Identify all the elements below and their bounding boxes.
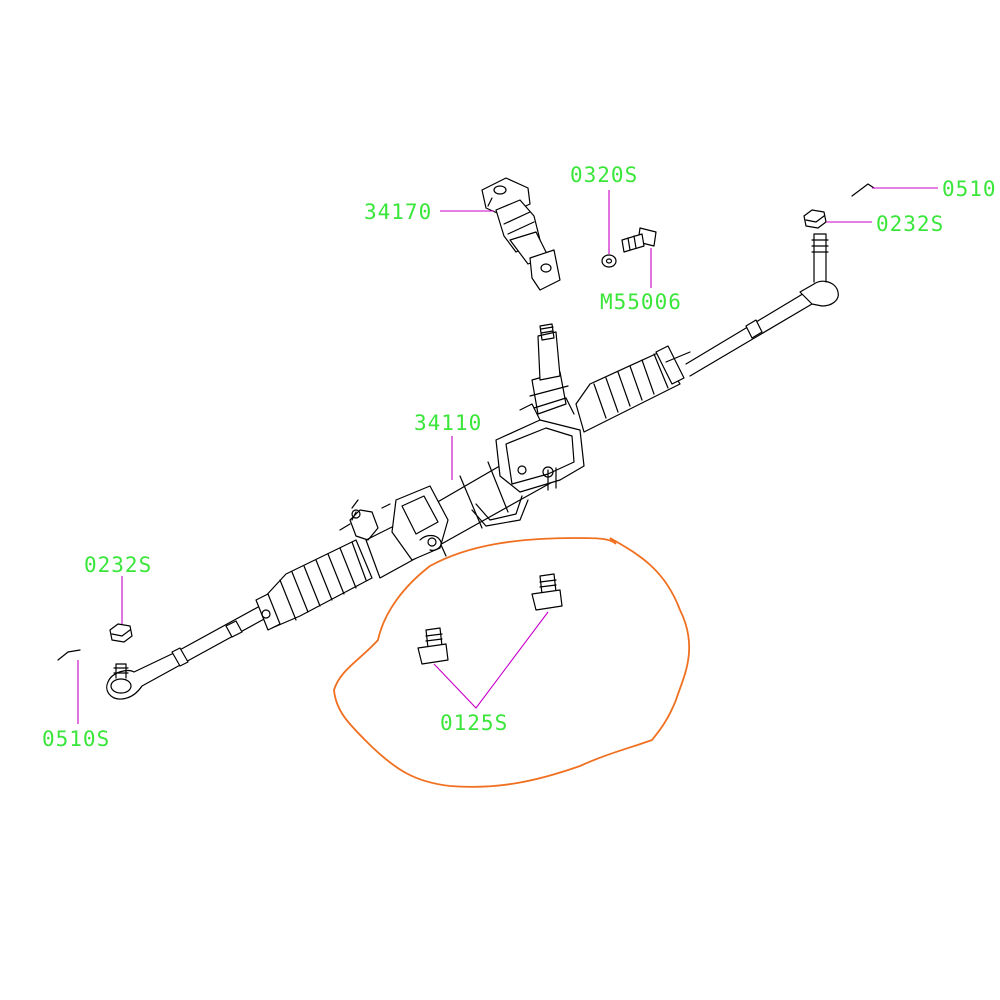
leader-mount-bolts [433, 611, 549, 709]
part-labels: 34170 0320S M55006 0510 0232S 34110 0232… [42, 163, 997, 751]
right-tie-rod-end [799, 233, 839, 307]
label-cotter-right[interactable]: 0510 [942, 177, 997, 201]
label-nut-left[interactable]: 0232S [84, 553, 152, 577]
pinion-housing [495, 323, 585, 493]
right-nut-icon [803, 209, 827, 229]
dash-cotter-to-nut-left [82, 634, 108, 650]
line-art [57, 177, 875, 700]
leader-lines [77, 187, 938, 724]
label-gearbox[interactable]: 34110 [414, 411, 482, 435]
label-mount-bolts[interactable]: 0125S [440, 711, 508, 735]
left-tie-rod [171, 605, 267, 667]
bolt-icon [621, 227, 657, 253]
mount-bolt-left-icon [417, 627, 449, 665]
right-tie-rod [685, 291, 813, 377]
label-bolt-m[interactable]: M55006 [600, 290, 682, 314]
label-cotter-left[interactable]: 0510S [42, 727, 110, 751]
dash-washer-to-joint [588, 262, 602, 270]
left-tie-rod-end [106, 651, 183, 700]
right-cotter-pin-icon [851, 183, 875, 197]
left-boot [255, 539, 373, 631]
label-washer[interactable]: 0320S [570, 163, 638, 187]
dash-nut-to-end-right [818, 228, 820, 236]
right-boot [575, 345, 691, 433]
label-joint[interactable]: 34170 [364, 200, 432, 224]
label-nut-right[interactable]: 0232S [876, 212, 944, 236]
left-cotter-pin-icon [57, 649, 81, 661]
highlight-circle [333, 537, 691, 788]
washer-icon [601, 254, 617, 268]
universal-joint [481, 177, 561, 291]
mount-bolt-right-icon [531, 573, 563, 611]
dash-cotter-to-nut-right [826, 200, 850, 214]
left-nut-icon [109, 623, 133, 643]
